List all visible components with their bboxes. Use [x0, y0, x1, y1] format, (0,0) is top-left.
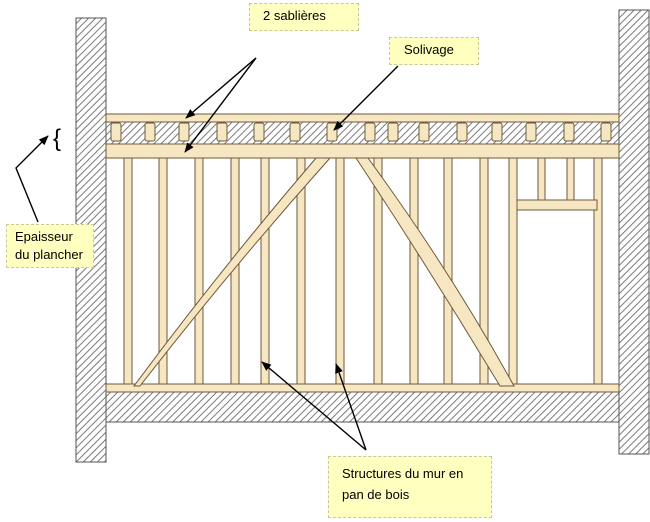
joist-15 — [600, 122, 612, 142]
top-plate — [105, 113, 620, 123]
brace-right — [355, 157, 515, 387]
joist-11 — [456, 122, 468, 142]
arrows — [15, 57, 399, 451]
label-epaisseur-line2: du plancher — [15, 247, 83, 262]
joist-5 — [253, 122, 265, 142]
label-epaisseur-line1: Epaisseur — [15, 229, 73, 244]
label-structures-line1: Structures du mur en — [342, 466, 464, 481]
stud-6 — [296, 157, 306, 385]
right-wall — [618, 9, 650, 455]
joist-8 — [364, 122, 376, 142]
label-sablieres-text: 2 sablières — [263, 8, 326, 23]
label-epaisseur: Epaisseur du plancher — [6, 224, 94, 268]
window-frame — [516, 157, 598, 211]
joist-9 — [387, 122, 399, 142]
joist-13 — [525, 122, 537, 142]
stud-2 — [158, 157, 168, 385]
stud-5 — [260, 157, 270, 385]
label-solivage-text: Solivage — [404, 42, 454, 57]
joist-14 — [563, 122, 575, 142]
joist-3 — [178, 122, 190, 142]
stud-12 — [508, 157, 518, 385]
bottom-plate — [105, 383, 620, 393]
joist-4 — [216, 122, 228, 142]
label-sablieres: 2 sablières — [249, 3, 359, 31]
window-post-right — [566, 157, 575, 201]
stud-13 — [593, 157, 603, 385]
joist-6 — [289, 122, 301, 142]
stud-11 — [479, 157, 489, 385]
joist-12 — [491, 122, 503, 142]
stud-1 — [123, 157, 133, 385]
joists — [110, 122, 612, 142]
wall-top-plate — [105, 143, 620, 159]
stud-9 — [409, 157, 419, 385]
sole-plates — [105, 113, 620, 393]
arrow-sablieres-2 — [184, 57, 257, 153]
label-structures-line2: pan de bois — [342, 487, 410, 502]
stud-7 — [335, 157, 345, 385]
arrow-structures-2 — [335, 363, 367, 451]
joist-1 — [110, 122, 122, 142]
stud-3 — [194, 157, 204, 385]
diagonal-braces — [133, 157, 515, 387]
joist-10 — [418, 122, 430, 142]
brace-glyph: { — [53, 125, 61, 152]
arrow-structures-1 — [261, 361, 367, 451]
window-post-left — [537, 157, 546, 201]
wall-studs — [123, 157, 603, 385]
label-structures: Structures du mur en pan de bois — [328, 456, 492, 518]
arrow-sablieres-1 — [185, 57, 257, 119]
stud-8 — [373, 157, 383, 385]
joist-7 — [326, 122, 338, 142]
lower-floor-slab — [105, 389, 620, 423]
joist-2 — [144, 122, 156, 142]
arrow-solivage — [333, 65, 399, 131]
label-solivage: Solivage — [389, 37, 479, 65]
brace-left — [133, 157, 332, 387]
window-lintel — [516, 199, 598, 211]
arrow-epaisseur — [15, 135, 49, 223]
